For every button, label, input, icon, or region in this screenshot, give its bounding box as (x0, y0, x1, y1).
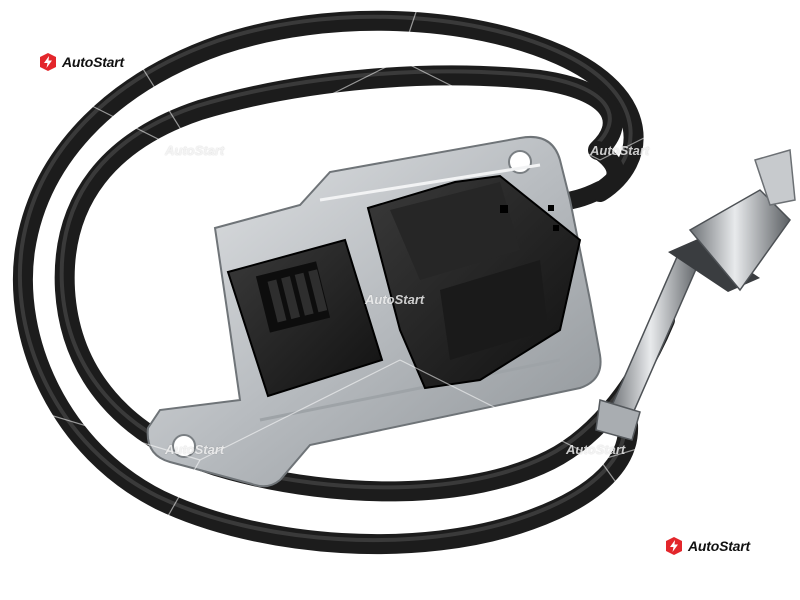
watermark-text: AutoStart (165, 442, 225, 457)
watermark-text: AutoStart (365, 292, 425, 307)
brand-logo: AutoStart (664, 536, 750, 556)
connector-plug-small (226, 238, 384, 398)
watermark-text: AutoStart (165, 143, 225, 158)
brand-name: AutoStart (62, 54, 124, 70)
connector-plug-large (366, 174, 582, 390)
control-module (146, 136, 602, 488)
autostart-logo-icon (40, 53, 56, 71)
brand-logo: AutoStart (38, 52, 124, 72)
sensor-probe (595, 149, 796, 441)
autostart-logo-icon (666, 537, 682, 555)
watermark-text: AutoStart (566, 442, 626, 457)
watermark-text: AutoStart (590, 143, 650, 158)
brand-name: AutoStart (688, 538, 750, 554)
